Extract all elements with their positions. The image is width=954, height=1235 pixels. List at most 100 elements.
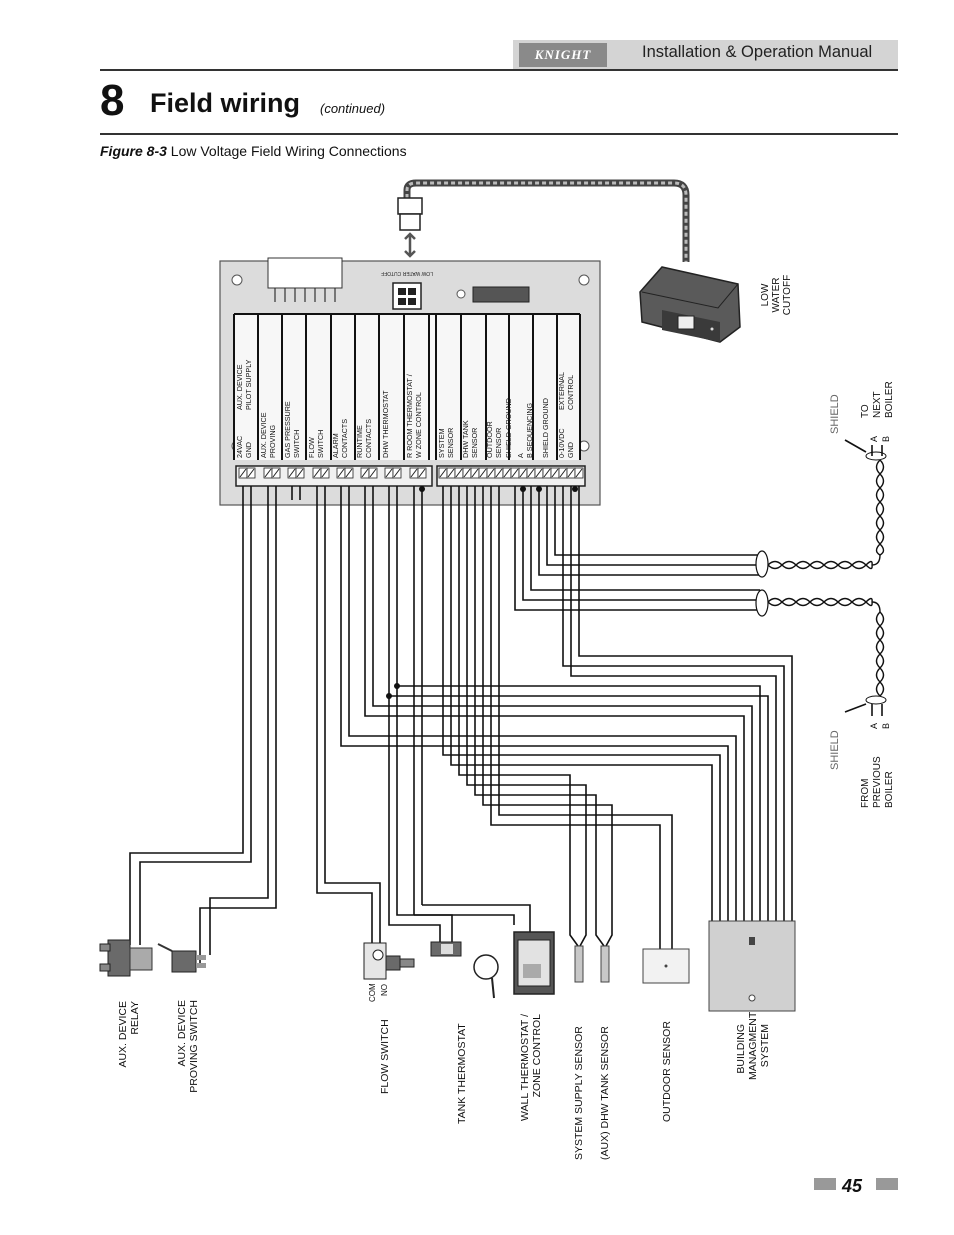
wire [397, 685, 761, 921]
wire [372, 486, 753, 921]
wire [414, 914, 515, 925]
lwco-plug-label: LOW WATER CUTOFF [381, 270, 433, 276]
twisted-riser-bottom [875, 611, 885, 702]
figure-title: Low Voltage Field Wiring Connections [170, 143, 407, 159]
wire [458, 486, 579, 947]
aux-proving-line1: AUX. DEVICE [176, 1000, 188, 1067]
terminal-label: 24VAC [235, 436, 244, 458]
shield-collar-top [865, 451, 887, 461]
terminal-label: SENSOR [446, 428, 455, 458]
terminal-screw-slot [321, 468, 329, 478]
system-supply-sensor-device [574, 945, 584, 983]
bms-label: BUILDING MANAGMENT SYSTEM [735, 1012, 771, 1080]
wall-thermostat-device [513, 931, 555, 995]
aux-device-relay [99, 939, 153, 977]
terminal-label: SENSOR [494, 428, 503, 458]
to-next-boiler-label: TO NEXT BOILER [860, 370, 900, 420]
lwco-label-line2: CUTOFF [782, 274, 793, 316]
terminal-label: PROVING [268, 424, 277, 458]
lwco-connector [397, 197, 423, 258]
terminal-blocks [235, 465, 586, 487]
twisted-riser-bottom [875, 611, 885, 702]
pair-bend [871, 601, 881, 613]
terminal-label: SENSOR [470, 428, 479, 458]
building-management-system-device [708, 920, 796, 1012]
wire [324, 486, 381, 943]
shield-leader-bottom [844, 703, 867, 713]
dhw-tank-sensor-device [600, 945, 610, 983]
terminal-label-panel [233, 313, 581, 460]
terminal-screw-slot [511, 468, 519, 478]
wire [340, 486, 729, 921]
terminal-block-left [235, 465, 433, 487]
wire [422, 904, 531, 932]
wire [530, 486, 760, 591]
terminal-screw-slot [393, 468, 401, 478]
terminal-label: SHIELD GROUND [541, 398, 550, 458]
shield-label-bottom: SHIELD [829, 730, 841, 770]
terminal-screw-slot [385, 468, 393, 478]
terminal-screw-slot [369, 468, 377, 478]
wire [570, 486, 777, 921]
wall-thermostat-line1: WALL THERMOSTAT / [519, 1014, 531, 1121]
terminal-screw-slot [296, 468, 304, 478]
terminal-screw-slot [575, 468, 583, 478]
section-number: 8 [100, 76, 125, 125]
terminal-screw-slot [264, 468, 272, 478]
terminal-label: GAS PRESSURE [283, 401, 292, 458]
terminal-screw-slot [495, 468, 503, 478]
low-water-cutoff-device [639, 266, 741, 343]
brand-logo: KNIGHT [519, 43, 607, 67]
terminal-screw-slot [487, 468, 495, 478]
wire [388, 486, 441, 942]
no-label: NO [380, 984, 389, 996]
wire [482, 486, 613, 947]
terminal-label: CONTROL [566, 375, 575, 410]
figure-label: Figure 8-3 [100, 143, 167, 159]
section-note: (continued) [320, 101, 386, 116]
terminal-label: PILOT SUPPLY [244, 359, 253, 410]
header-rule [100, 69, 898, 71]
bms-line1: BUILDING [735, 1024, 747, 1074]
terminal-screw-slot [313, 468, 321, 478]
wire [442, 486, 721, 921]
wire-junction [572, 486, 578, 492]
wire [129, 486, 244, 945]
wire [474, 486, 605, 947]
wire [139, 486, 252, 945]
terminal-label: FLOW [307, 437, 316, 458]
wire [389, 695, 769, 921]
from-prev-line2: PREVIOUS [872, 756, 883, 808]
terminal-screw-slot [345, 468, 353, 478]
field-wires [129, 439, 887, 963]
footer-bar-right [876, 1178, 898, 1190]
lwco-label: LOW WATER CUTOFF [760, 265, 820, 325]
terminal-screw-slot [527, 468, 535, 478]
b-label-bottom: B [881, 722, 891, 729]
twisted-pair-top [767, 560, 873, 570]
terminal-screw-slot [288, 468, 296, 478]
shield-leader-top [844, 439, 867, 453]
shield-collar-bottom [865, 695, 887, 705]
terminal-label: OUTDOOR [485, 421, 494, 458]
terminal-label: EXTERNAL [557, 372, 566, 410]
terminal-label: ALARM [331, 433, 340, 458]
terminal-label: SWITCH [316, 430, 325, 458]
terminal-screw-slot [418, 468, 426, 478]
terminal-label: GND [244, 442, 253, 458]
wire [490, 486, 661, 949]
terminal-screw-slot [447, 468, 455, 478]
wire [209, 486, 269, 955]
terminal-screw-slot [479, 468, 487, 478]
terminal-label: CONTACTS [340, 419, 349, 458]
b-label-top: B [881, 435, 891, 442]
wire [562, 486, 785, 921]
terminal-label: SYSTEM [437, 428, 446, 458]
dhw-tank-label: (AUX) DHW TANK SENSOR [599, 1026, 611, 1160]
cable-jacket-bottom [755, 589, 769, 617]
terminal-label: A [516, 453, 525, 458]
to-next-line3: BOILER [884, 381, 895, 418]
tank-thermostat-device [430, 941, 499, 999]
terminal-screw-slot [471, 468, 479, 478]
